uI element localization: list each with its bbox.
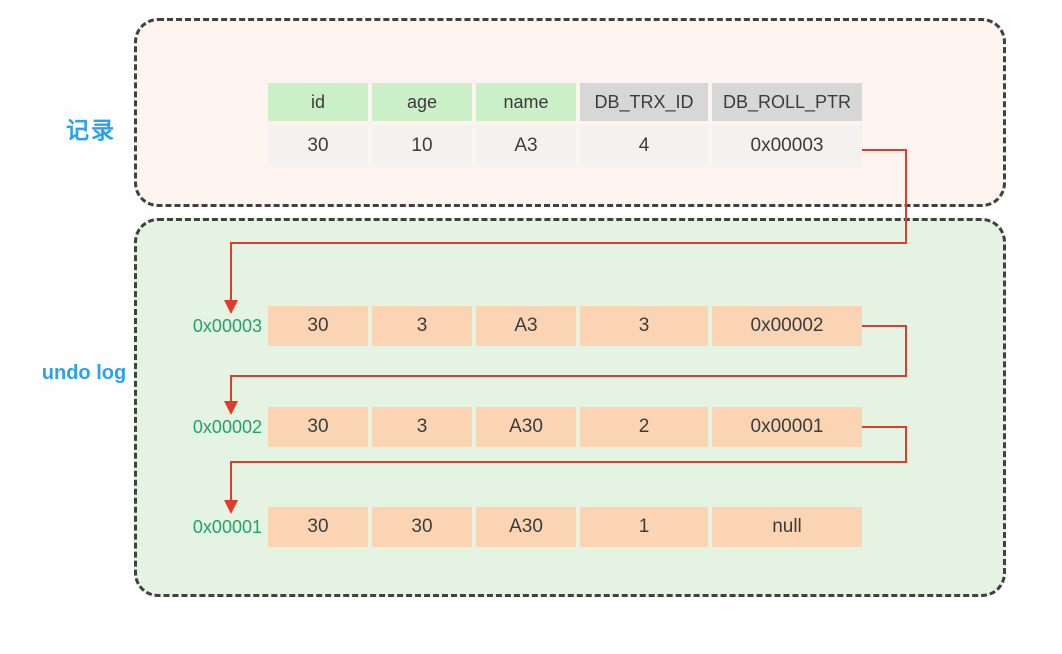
undo-cell-roll-ptr: 0x00002 (712, 306, 862, 346)
column-header-name: name (476, 83, 576, 121)
undo-cell-name: A30 (476, 507, 576, 547)
undo-cell-trx-id: 3 (580, 306, 708, 346)
record-label: 记录 (66, 117, 116, 143)
undo-cell-age: 30 (372, 507, 472, 547)
undo-cell-name: A3 (476, 306, 576, 346)
record-cell-db-trx-id: 4 (580, 125, 708, 167)
record-cell-age: 10 (372, 125, 472, 167)
column-header-db-trx-id: DB_TRX_ID (580, 83, 708, 121)
undo-cell-name: A30 (476, 407, 576, 447)
record-cell-name: A3 (476, 125, 576, 167)
undo-cell-roll-ptr: null (712, 507, 862, 547)
undo-entry-row: 30 3 A30 2 0x00001 (268, 407, 862, 447)
undo-entry-row: 30 30 A30 1 null (268, 507, 862, 547)
undo-log-label: undo log (41, 362, 127, 384)
column-header-age: age (372, 83, 472, 121)
column-header-db-roll-ptr: DB_ROLL_PTR (712, 83, 862, 121)
undo-cell-age: 3 (372, 407, 472, 447)
record-cell-db-roll-ptr: 0x00003 (712, 125, 862, 167)
column-header-id: id (268, 83, 368, 121)
undo-cell-trx-id: 1 (580, 507, 708, 547)
undo-cell-id: 30 (268, 407, 368, 447)
undo-cell-roll-ptr: 0x00001 (712, 407, 862, 447)
undo-entry-row: 30 3 A3 3 0x00002 (268, 306, 862, 346)
undo-entry-address: 0x00003 (192, 315, 262, 336)
record-table-row: 30 10 A3 4 0x00003 (268, 125, 862, 167)
undo-entry-address: 0x00001 (192, 516, 262, 537)
undo-cell-id: 30 (268, 507, 368, 547)
record-table-header: id age name DB_TRX_ID DB_ROLL_PTR (268, 83, 862, 121)
undo-cell-id: 30 (268, 306, 368, 346)
undo-cell-trx-id: 2 (580, 407, 708, 447)
undo-cell-age: 3 (372, 306, 472, 346)
undo-entry-address: 0x00002 (192, 416, 262, 437)
record-cell-id: 30 (268, 125, 368, 167)
